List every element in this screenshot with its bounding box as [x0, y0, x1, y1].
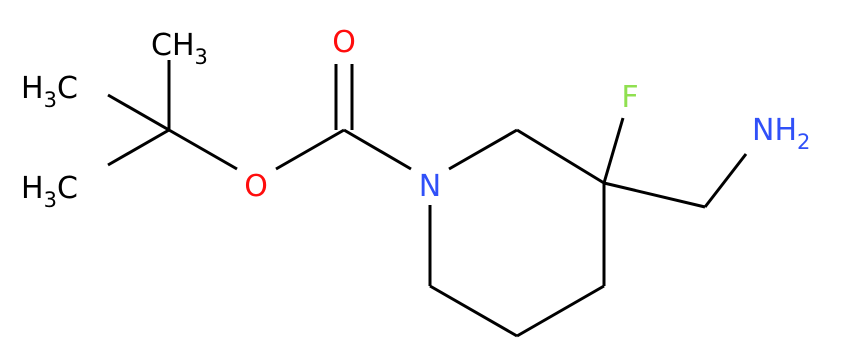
bond-quaternary-c-to-lower-left-methyl — [107, 128, 170, 167]
bond-c3-to-ch2 — [603, 181, 706, 209]
bond-ester-o-to-carbonyl-c — [275, 128, 345, 171]
atom-labels: CH3 H3C H3C O O N F NH2 — [21, 25, 810, 212]
bond-ring-c2-to-c3 — [516, 128, 605, 185]
bond-ring-c5-to-c6 — [429, 284, 518, 338]
bond-carbonyl-c-to-ring-n — [343, 128, 412, 171]
bond-quaternary-c-to-ester-o — [168, 128, 238, 171]
bond-quaternary-c-to-upper-left-methyl — [107, 93, 170, 132]
atom-amine: NH2 — [752, 113, 810, 154]
atom-oxygen-carbonyl: O — [332, 25, 356, 60]
bond-ch2-to-amine — [703, 153, 748, 208]
atom-oxygen-ester: O — [244, 169, 268, 204]
bond-c3-to-fluorine — [602, 117, 625, 184]
atom-methyl-upper-left: H3C — [21, 71, 78, 112]
atom-methyl-lower-left: H3C — [21, 171, 78, 212]
atom-methyl-top: CH3 — [151, 28, 208, 69]
atom-nitrogen-ring: N — [419, 169, 441, 204]
bond-ring-n-to-c2 — [448, 128, 518, 171]
bond-ring-c4-to-c5 — [516, 284, 605, 338]
bonds — [107, 60, 748, 338]
atom-fluorine: F — [621, 80, 638, 115]
